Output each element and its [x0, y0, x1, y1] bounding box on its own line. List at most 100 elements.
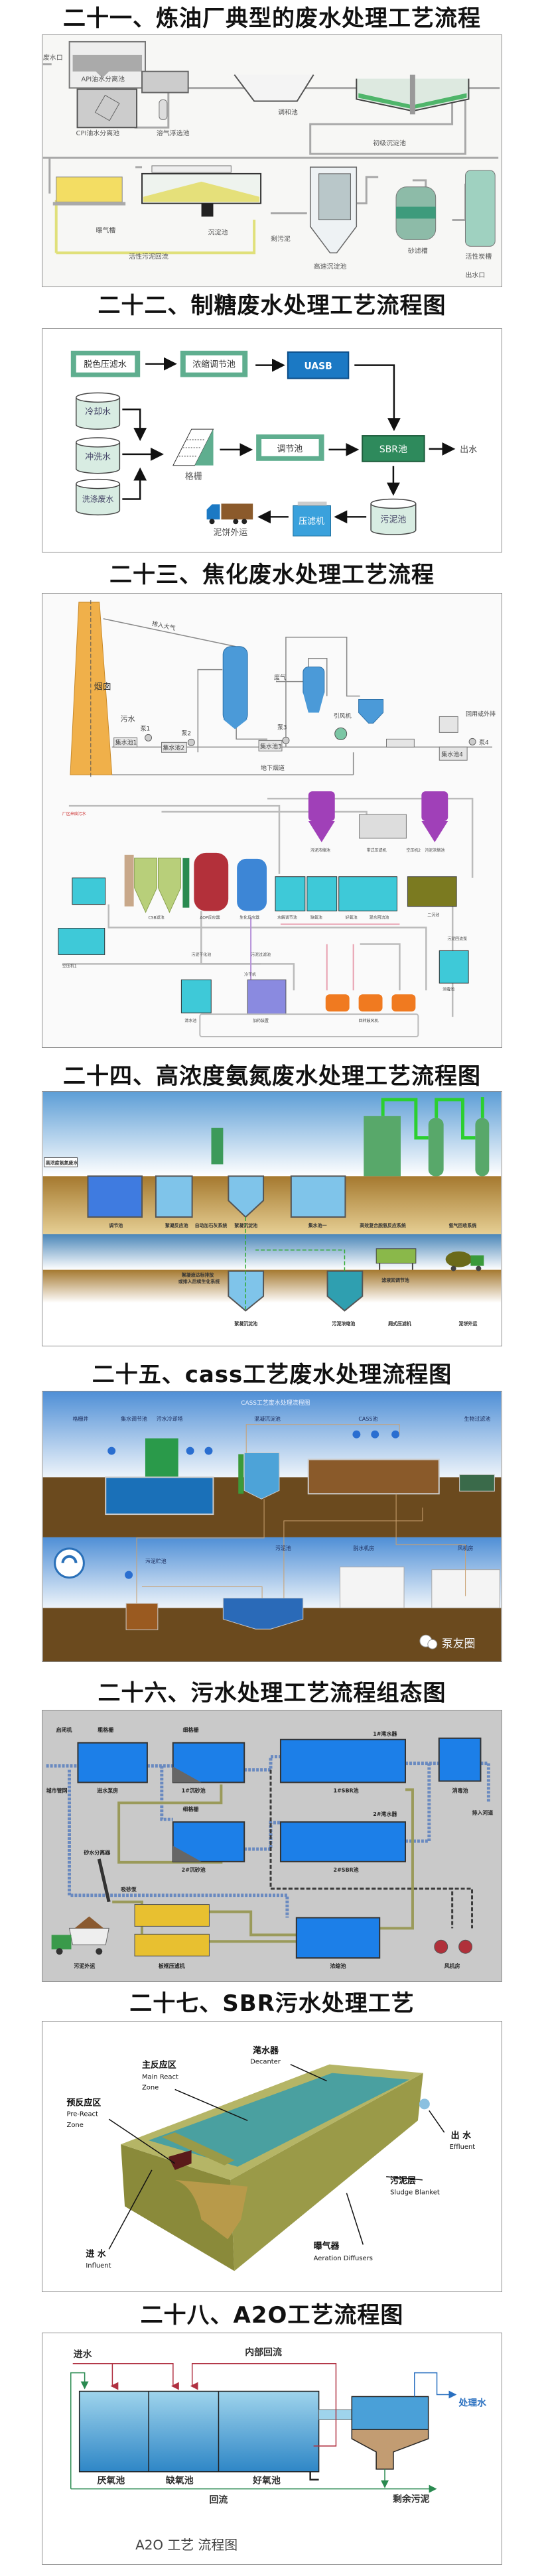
tank-sbr1: [279, 1738, 407, 1783]
label-sand: 砂滤槽: [408, 246, 428, 255]
secondary-clarifier: [351, 2396, 429, 2470]
label-back: 滤液回调节池: [381, 1277, 409, 1283]
section-title-22: 二十二、制糖废水处理工艺流程图: [98, 292, 446, 319]
diagram-sugar: 脱色压滤水 浓缩调节池 UASB 冷却水 冲洗水 洗涤废水 格栅 调节池 SBR…: [42, 328, 502, 552]
diagram-refinery: 废水口 API油水分离池 CPI油水分离池 溶气浮选池 调和池 初级沉淀池 曝气…: [42, 34, 502, 287]
label-cake: 泥饼外运: [459, 1320, 478, 1326]
label-silo2: 污泥浓缩池: [425, 848, 444, 853]
sugar-diagram-svg: 脱色压滤水 浓缩调节池 UASB 冷却水 冲洗水 洗涤废水 格栅 调节池 SBR…: [70, 350, 477, 538]
label-city: 城市管网: [46, 1787, 68, 1793]
label-outlet: 出水口: [465, 271, 485, 279]
label-hoist: 启闭机: [56, 1726, 72, 1733]
truck-icon: [51, 1916, 109, 1955]
label-aerobic: 好氧池: [252, 2475, 281, 2486]
plate-press-1: [134, 1904, 210, 1927]
deammonia-tank: [364, 1116, 401, 1177]
label-flue: 地下烟道: [261, 764, 285, 772]
label-internal: 内部回流: [245, 2347, 282, 2358]
label-inner-title: CASS工艺废水处理流程图: [241, 1399, 310, 1407]
label-adjust: 调节池: [277, 444, 303, 454]
label-screen: 格栅: [185, 472, 202, 482]
high-rate-clarifier: [309, 166, 358, 254]
tank-left-2: [58, 928, 105, 955]
label-dec2: 2#滗水器: [373, 1811, 397, 1817]
label-blow: 回转鼓风机: [359, 1018, 379, 1023]
sludge-clarifier: [222, 1597, 304, 1630]
label-bio: 生化反应器: [239, 915, 259, 921]
label-press: 板框压滤机: [159, 1963, 185, 1969]
label-atm: 排入大气: [151, 619, 176, 632]
sludge-truck-icon: [445, 1251, 484, 1271]
plate-press-2: [134, 1933, 210, 1957]
label-pump2: 泵2: [181, 730, 191, 737]
label-grit1: 1#沉砂池: [182, 1787, 206, 1793]
box-decolor: [70, 350, 141, 377]
section-title-24: 二十四、高浓度氨氮废水处理工艺流程图: [63, 1063, 481, 1090]
tank-anoxic: [306, 876, 338, 912]
filter-press-icon: [375, 1248, 417, 1270]
truck-icon: [206, 503, 253, 525]
label-pool3: 集水池3: [260, 742, 282, 750]
a2o-diagram-svg: 进水 内部回流 处理水 厌氧池 缺氧池 好氧池 回流 剩余污泥 A2O 工艺 流…: [70, 2347, 487, 2553]
a2o-tank: [78, 2390, 320, 2473]
tank-disinfect: [438, 1737, 482, 1782]
collection-tank: [105, 1476, 214, 1515]
label-cool: 污水冷却塔: [157, 1415, 183, 1422]
label-pool: 集水池一: [308, 1222, 327, 1228]
coking-diagram-svg: 排入大气 烟囱 污水 废气 地下烟道 引风机 泵1 泵2 泵3 泵4 集水池1 …: [58, 600, 496, 1038]
tank-thick: [326, 1270, 364, 1312]
filter-press: [359, 814, 407, 839]
label-sludge: 污泥池: [381, 515, 407, 525]
filter-box: [385, 738, 415, 747]
label-cold: 冷干机: [244, 972, 256, 977]
label-cpi: CPI油水分离池: [76, 129, 120, 137]
api-separator: [68, 40, 147, 89]
logo-circle: [54, 1547, 85, 1579]
aop-reactor: [194, 852, 229, 911]
label-flush: 冲洗水: [85, 452, 111, 462]
label-dosing: 加药装置: [253, 1018, 269, 1023]
label-fine1: 细格栅: [183, 1726, 199, 1733]
label-dry: 污泥干化池: [191, 952, 211, 957]
label-collect: 集水调节池: [121, 1415, 147, 1422]
label-settle: 沉淀池: [208, 227, 228, 236]
label-river: 排入河道: [472, 1809, 494, 1816]
label-sbr: SBR池: [379, 444, 407, 455]
label-decanter-cn: 滗水器: [253, 2045, 279, 2056]
cylinder-cool: [76, 397, 121, 430]
label-cass: CASS池: [358, 1415, 377, 1422]
section-title-21: 二十一、炼油厂典型的废水处理工艺流程: [63, 5, 481, 32]
label-mix: 混合回流池: [370, 915, 389, 921]
label-gas: 废气: [274, 674, 286, 682]
label-fan: 引风机: [334, 712, 352, 720]
label-feed: 高浓度氨氮废水: [46, 1159, 79, 1165]
label-equalization: 调和池: [278, 107, 298, 116]
label-anaerobic: 厌氧池: [98, 2475, 125, 2486]
bio-tower: [237, 858, 267, 911]
label-pool1: 集水池1: [115, 738, 137, 746]
label-air2: 空压机2: [406, 848, 421, 853]
label-uasb: UASB: [304, 361, 332, 372]
cylinder-wash: [76, 483, 121, 516]
box-conc: [180, 350, 248, 377]
label-sbr1: 1#SBR池: [334, 1787, 359, 1793]
label-effluent-en: Effluent: [450, 2144, 476, 2151]
label-blower: 风机房: [458, 1545, 474, 1551]
pool1: [113, 737, 138, 747]
primary-clarifier: [356, 74, 470, 115]
label-pumphouse: 进水泵房: [97, 1787, 118, 1793]
label-conc: 浓缩调节池: [192, 359, 236, 370]
label-pre-en1: Pre-React: [67, 2110, 99, 2118]
ammonia-diagram-svg: 高浓度氨氮废水 调节池 絮凝反应池 自动加石灰系统 絮凝沉淀池 集水池一 高效复…: [42, 1092, 502, 1326]
label-coarse: 粗格栅: [98, 1726, 113, 1733]
label-sewage: 污水: [121, 714, 135, 723]
precipitator: [358, 699, 384, 724]
label-cake: 泥饼外运: [214, 528, 248, 538]
coag-tank: [243, 1452, 280, 1500]
lime-silo: [211, 1127, 224, 1165]
label-clean: 清水池: [184, 1018, 196, 1023]
label-influent-cn: 进 水: [86, 2248, 106, 2259]
label-sludge-en: Sludge Blanket: [390, 2189, 440, 2197]
secondary-clarifier: [407, 876, 457, 907]
press-machine: [293, 501, 331, 537]
